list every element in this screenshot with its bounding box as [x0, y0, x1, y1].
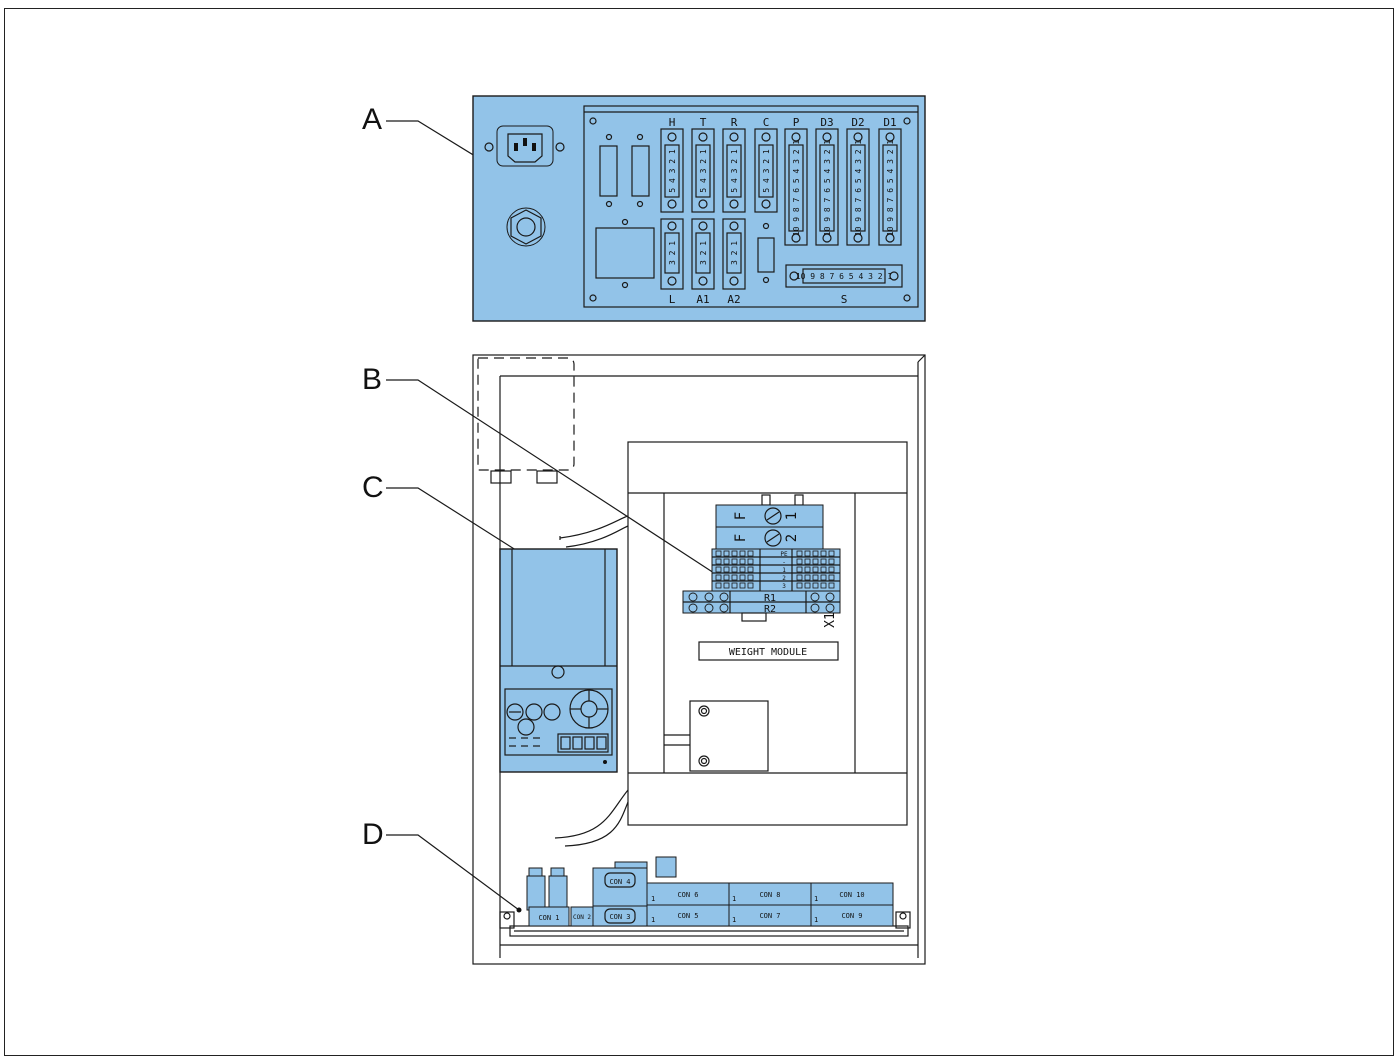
connector-s: 10 9 8 7 6 5 4 3 2 1 S [785, 264, 903, 306]
weight-module: F F 1 2 PE - 1 2 3 [682, 494, 841, 772]
svg-text:CON 5: CON 5 [677, 912, 698, 920]
svg-text:10 9 8 7 6 5 4 3 2 1: 10 9 8 7 6 5 4 3 2 1 [796, 272, 893, 281]
controller-board: CON 1 CON 2 CON 4 CON 3 CON 6 CON 5 1 1 … [499, 856, 911, 937]
svg-text:CON 4: CON 4 [609, 878, 630, 886]
svg-text:S: S [841, 293, 848, 306]
svg-text:1: 1 [732, 916, 736, 924]
svg-text:2: 2 [782, 575, 786, 582]
callout-d: D [362, 818, 522, 913]
connector-t: T 5 4 3 2 1 [691, 116, 715, 213]
svg-text:1: 1 [814, 895, 818, 903]
svg-text:A2: A2 [727, 293, 740, 306]
svg-text:C: C [763, 116, 770, 129]
svg-text:R1: R1 [764, 593, 776, 604]
svg-text:CON 3: CON 3 [609, 913, 630, 921]
svg-text:WEIGHT MODULE: WEIGHT MODULE [729, 647, 807, 658]
frequency-drive [499, 548, 618, 773]
cabinet [472, 354, 926, 965]
svg-text:D1: D1 [883, 116, 896, 129]
drawing-frame [4, 8, 1394, 1056]
svg-text:3 2 1: 3 2 1 [668, 241, 677, 265]
svg-text:D3: D3 [820, 116, 833, 129]
svg-text:PE: PE [780, 551, 788, 558]
svg-text:CON 7: CON 7 [759, 912, 780, 920]
connector-c: C 5 4 3 2 1 [754, 116, 778, 213]
svg-text:5 4 3 2 1: 5 4 3 2 1 [699, 149, 708, 193]
callout-b: B [362, 363, 717, 576]
connector-h: H 5 4 3 2 1 [660, 116, 684, 213]
svg-text:10 9 8 7 6 5 4 3 2 1: 10 9 8 7 6 5 4 3 2 1 [792, 140, 801, 237]
connector-d1: D1 10 9 8 7 6 5 4 3 2 1 [878, 116, 902, 246]
svg-text:CON 8: CON 8 [759, 891, 780, 899]
svg-text:1: 1 [732, 895, 736, 903]
connector-d2: D2 10 9 8 7 6 5 4 3 2 1 [846, 116, 870, 246]
svg-text:CON 1: CON 1 [538, 914, 559, 922]
svg-text:R2: R2 [764, 604, 776, 615]
svg-text:CON 10: CON 10 [839, 891, 864, 899]
svg-text:2: 2 [784, 534, 800, 542]
cable-gland [506, 207, 546, 247]
svg-text:D2: D2 [851, 116, 864, 129]
connector-r: R 5 4 3 2 1 [722, 116, 746, 213]
svg-text:1: 1 [782, 567, 786, 574]
svg-text:CON 2: CON 2 [573, 914, 591, 921]
svg-text:CON 6: CON 6 [677, 891, 698, 899]
connector-a1: A1 3 2 1 [691, 218, 715, 306]
svg-text:-: - [782, 559, 786, 566]
svg-text:C: C [362, 471, 384, 504]
svg-text:5 4 3 2 1: 5 4 3 2 1 [730, 149, 739, 193]
connector-panel: H 5 4 3 2 1 T 5 4 3 2 1 R 5 4 3 2 1 C 5 … [472, 95, 926, 322]
svg-text:A: A [362, 103, 382, 136]
svg-text:X1: X1 [823, 612, 838, 628]
svg-text:1: 1 [651, 916, 655, 924]
svg-text:CON 9: CON 9 [841, 912, 862, 920]
svg-text:H: H [669, 116, 676, 129]
svg-text:3 2 1: 3 2 1 [699, 241, 708, 265]
svg-text:5 4 3 2 1: 5 4 3 2 1 [762, 149, 771, 193]
connector-d3: D3 10 9 8 7 6 5 4 3 2 1 [815, 116, 839, 246]
power-inlet [484, 125, 565, 167]
svg-text:3: 3 [782, 583, 786, 590]
connector-l: L 3 2 1 [660, 218, 684, 306]
svg-text:3 2 1: 3 2 1 [730, 241, 739, 265]
svg-text:10 9 8 7 6 5 4 3 2 1: 10 9 8 7 6 5 4 3 2 1 [854, 140, 863, 237]
svg-text:L: L [669, 293, 676, 306]
svg-text:D: D [362, 818, 384, 851]
connector-a2: A2 3 2 1 [722, 218, 746, 306]
svg-text:F: F [733, 512, 749, 520]
svg-text:5 4 3 2 1: 5 4 3 2 1 [668, 149, 677, 193]
svg-text:T: T [700, 116, 707, 129]
svg-text:10 9 8 7 6 5 4 3 2 1: 10 9 8 7 6 5 4 3 2 1 [823, 140, 832, 237]
connector-p: P 10 9 8 7 6 5 4 3 2 1 [784, 116, 808, 246]
svg-text:P: P [793, 116, 800, 129]
svg-text:A1: A1 [696, 293, 709, 306]
svg-text:1: 1 [651, 895, 655, 903]
svg-text:1: 1 [814, 916, 818, 924]
svg-text:10 9 8 7 6 5 4 3 2 1: 10 9 8 7 6 5 4 3 2 1 [886, 140, 895, 237]
svg-text:B: B [362, 363, 382, 396]
svg-text:R: R [731, 116, 738, 129]
svg-text:F: F [733, 534, 749, 542]
svg-text:1: 1 [784, 512, 800, 520]
